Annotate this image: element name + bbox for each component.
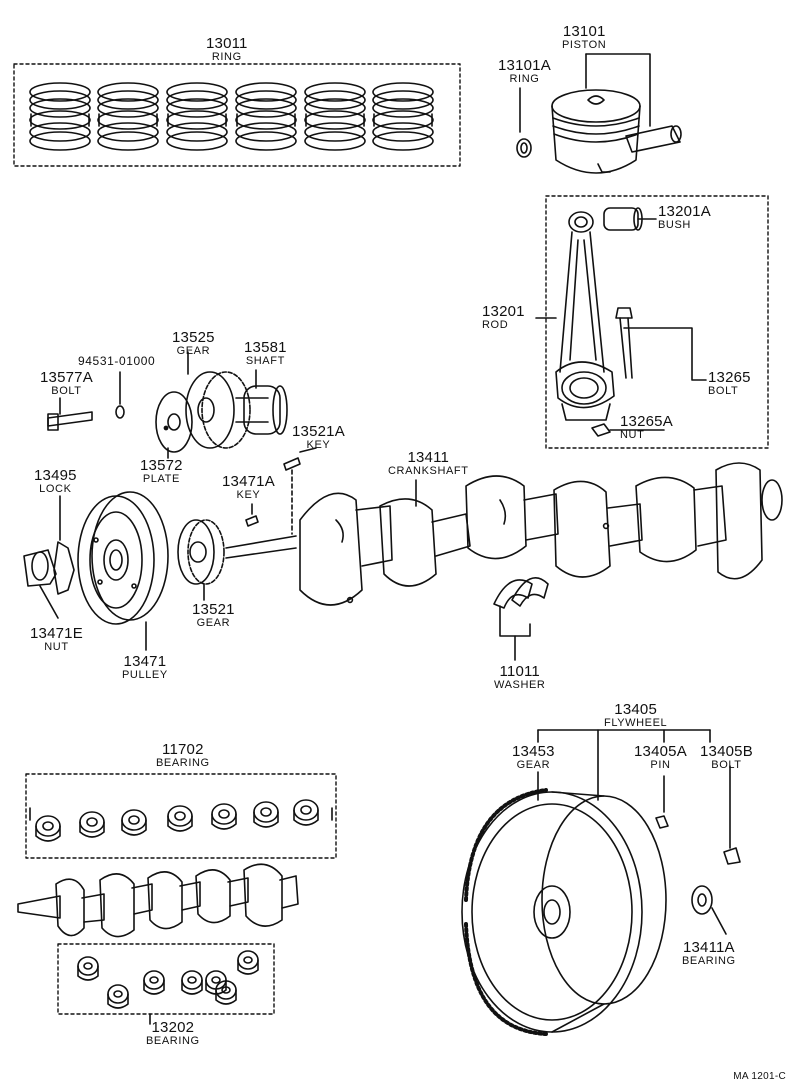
part-number: 13011 bbox=[206, 35, 248, 52]
label-13201A: 13201A BUSH bbox=[658, 204, 711, 231]
main-bearing-11702-drawing bbox=[25, 773, 337, 859]
label-13405A: 13405A PIN bbox=[634, 744, 687, 771]
drawing-code: MA 1201-C bbox=[733, 1071, 786, 1082]
label-13581: 13581 SHAFT bbox=[244, 340, 287, 367]
label-13572: 13572 PLATE bbox=[140, 458, 183, 485]
label-13453: 13453 GEAR bbox=[512, 744, 555, 771]
part-name: NUT bbox=[620, 429, 645, 441]
part-name: PLATE bbox=[142, 473, 180, 485]
part-number: 13405B bbox=[700, 743, 753, 760]
part-name: GEAR bbox=[176, 345, 211, 357]
label-13011: 13011 RING bbox=[206, 36, 248, 63]
part-number: 13201 bbox=[482, 303, 525, 320]
part-number: 13525 bbox=[172, 329, 215, 346]
part-number: 94531-01000 bbox=[78, 354, 156, 368]
part-number: 13405A bbox=[634, 743, 687, 760]
part-number: 13411 bbox=[407, 449, 450, 466]
label-13521: 13521 GEAR bbox=[192, 602, 235, 629]
part-name: BEARING bbox=[682, 955, 736, 967]
label-13201: 13201 ROD bbox=[482, 304, 525, 331]
connecting-rod-13201-drawing bbox=[535, 195, 769, 449]
label-13411: 13411 CRANKSHAFT bbox=[388, 450, 469, 477]
part-number: 11011 bbox=[499, 663, 540, 680]
part-name: ROD bbox=[482, 319, 509, 331]
part-number: 13572 bbox=[140, 457, 183, 474]
part-name: LOCK bbox=[39, 483, 72, 495]
label-11011: 11011 WASHER bbox=[494, 664, 545, 691]
label-13405: 13405 FLYWHEEL bbox=[604, 702, 667, 729]
part-name: BOLT bbox=[708, 385, 739, 397]
part-number: 13411A bbox=[682, 939, 735, 956]
part-name: NUT bbox=[44, 641, 69, 653]
part-number: 13101A bbox=[498, 57, 551, 74]
label-13101A: 13101A RING bbox=[498, 58, 551, 85]
part-number: 13101 bbox=[562, 23, 606, 40]
part-number: 13471E bbox=[30, 625, 83, 642]
pulley-13471-drawing bbox=[23, 491, 169, 651]
label-13265: 13265 BOLT bbox=[708, 370, 751, 397]
rod-bearing-13202-drawing bbox=[57, 943, 275, 1025]
part-number: 13453 bbox=[512, 743, 555, 760]
part-name: BUSH bbox=[658, 219, 691, 231]
label-13525: 13525 GEAR bbox=[172, 330, 215, 357]
label-13101: 13101 PISTON bbox=[562, 24, 606, 51]
part-name: SHAFT bbox=[245, 355, 285, 367]
piston-13101-drawing bbox=[516, 53, 682, 174]
part-name: FLYWHEEL bbox=[604, 717, 668, 729]
part-number: 13201A bbox=[658, 203, 711, 220]
part-name: PIN bbox=[650, 759, 671, 771]
flywheel-13405-drawing bbox=[461, 729, 741, 1036]
label-13577A: 13577A BOLT bbox=[40, 370, 93, 397]
part-name: BEARING bbox=[146, 1035, 200, 1047]
part-number: 13265A bbox=[620, 413, 673, 430]
part-number: 13265 bbox=[708, 369, 751, 386]
part-name: KEY bbox=[306, 439, 331, 451]
label-13202: 13202 BEARING bbox=[146, 1020, 200, 1047]
part-name: RING bbox=[211, 51, 242, 63]
label-13471E: 13471E NUT bbox=[30, 626, 83, 653]
part-number: 13495 bbox=[34, 467, 77, 484]
part-number: 13521A bbox=[292, 423, 345, 440]
part-number: 13471A bbox=[222, 473, 275, 490]
part-number: 11702 bbox=[162, 741, 204, 758]
small-crankshaft-drawing bbox=[17, 863, 299, 938]
label-11702: 11702 BEARING bbox=[156, 742, 210, 769]
part-name: PULLEY bbox=[122, 669, 168, 681]
label-13411A: 13411A BEARING bbox=[682, 940, 736, 967]
part-name: BEARING bbox=[156, 757, 210, 769]
ring-set-13011-drawing bbox=[13, 63, 461, 167]
part-name: BOLT bbox=[51, 385, 82, 397]
part-name: GEAR bbox=[196, 617, 231, 629]
timing-gear-assembly-drawing bbox=[47, 351, 317, 471]
part-name: CRANKSHAFT bbox=[388, 465, 469, 477]
label-13471A: 13471A KEY bbox=[222, 474, 275, 501]
thrust-washer-11011-drawing bbox=[493, 577, 549, 661]
label-13405B: 13405B BOLT bbox=[700, 744, 753, 771]
crankshaft-13411-drawing bbox=[225, 462, 783, 606]
part-name: WASHER bbox=[494, 679, 546, 691]
label-13265A: 13265A NUT bbox=[620, 414, 673, 441]
part-name: PISTON bbox=[562, 39, 607, 51]
label-13521A: 13521A KEY bbox=[292, 424, 345, 451]
part-number: 13577A bbox=[40, 369, 93, 386]
part-name: BOLT bbox=[711, 759, 742, 771]
part-number: 13202 bbox=[151, 1019, 195, 1036]
part-number: 13405 bbox=[614, 701, 657, 718]
part-name: RING bbox=[509, 73, 540, 85]
part-name: GEAR bbox=[516, 759, 551, 771]
label-13471: 13471 PULLEY bbox=[122, 654, 168, 681]
part-number: 13471 bbox=[123, 653, 167, 670]
label-94531-01000: 94531-01000 bbox=[78, 354, 155, 367]
part-name: KEY bbox=[236, 489, 261, 501]
crank-gear-13521-drawing bbox=[177, 469, 293, 601]
part-number: 13521 bbox=[192, 601, 235, 618]
label-13495: 13495 LOCK bbox=[34, 468, 77, 495]
part-number: 13581 bbox=[244, 339, 287, 356]
